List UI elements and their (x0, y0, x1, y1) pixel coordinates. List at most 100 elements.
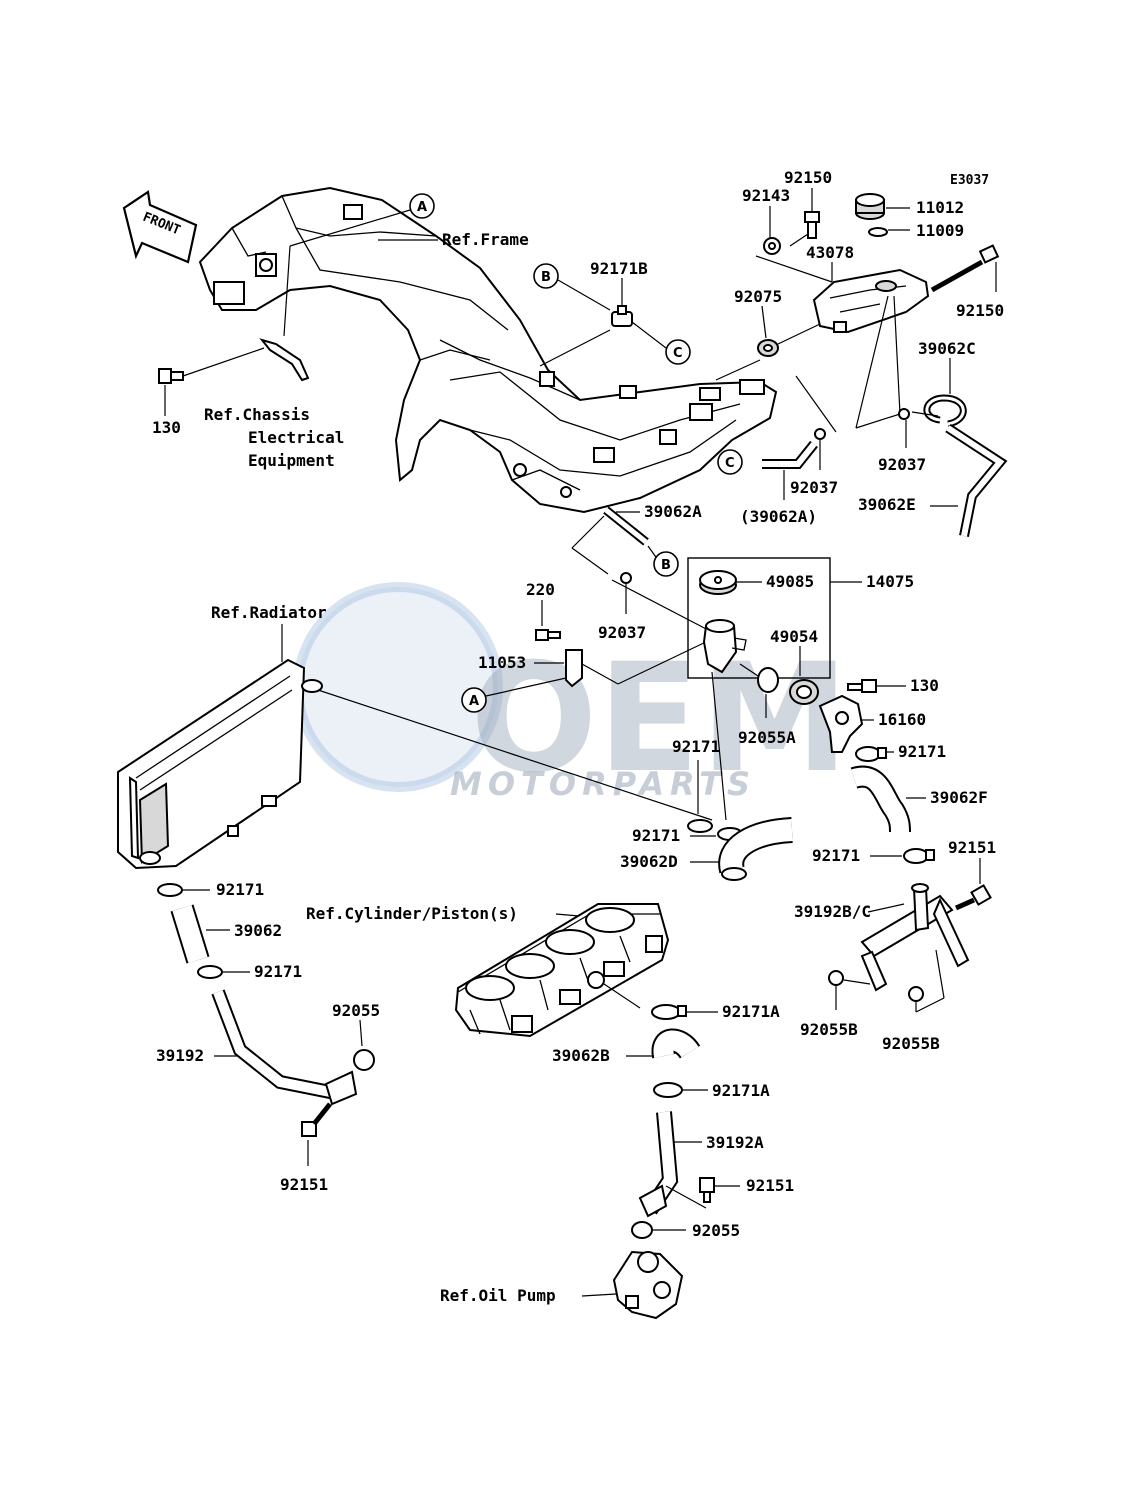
ref-chassis-line2: Electrical (248, 428, 344, 447)
label-39062C: 39062C (918, 339, 976, 358)
ref-oil-pump: Ref.Oil Pump (440, 1286, 556, 1305)
watermark-sub: MOTORPARTS (450, 765, 756, 803)
label-130-right: 130 (910, 676, 939, 695)
label-92171-l1: 92171 (216, 880, 264, 899)
water-pipe-39192BC-area: 92151 39192B/C 92055B 92055B (794, 838, 996, 1053)
callout-c-low (717, 449, 743, 475)
bolt-130-right-icon (847, 679, 877, 693)
clamp-92171-l1-icon (157, 883, 183, 897)
callout-a-low (461, 687, 487, 713)
clamp-92171-r1-icon (855, 746, 887, 762)
label-39062B: 39062B (552, 1046, 610, 1065)
label-14075: 14075 (866, 572, 914, 591)
label-92055-c: 92055 (692, 1221, 740, 1240)
watermark-brand: OEM (470, 632, 849, 806)
bracket-11053-icon (565, 649, 583, 688)
callout-a-low-letter: A (469, 694, 479, 709)
radiator-cap-49085-icon (699, 570, 737, 595)
clip-92037-mid-icon (814, 428, 826, 440)
hose-39062A-icon (603, 506, 649, 546)
clamp-92171-r2-icon (903, 848, 935, 864)
clamp-92171A-1-icon (651, 1004, 687, 1020)
diagram-code: E3037 (950, 173, 989, 188)
thermostat-49054-icon (789, 679, 819, 705)
label-39062A-paren: (39062A) (740, 507, 817, 526)
label-92143: 92143 (742, 186, 790, 205)
label-16160: 16160 (878, 710, 926, 729)
label-43078: 43078 (806, 243, 854, 262)
water-pipe-39192-icon (211, 989, 358, 1106)
label-92171A-1: 92171A (722, 1002, 780, 1021)
hose-39062A-upper-icon (762, 440, 818, 469)
center-hoses: 92171 92171 39062D (620, 671, 794, 881)
bolt-220-icon (535, 629, 561, 641)
grommet-92075-icon (757, 339, 779, 357)
label-39062E: 39062E (858, 495, 916, 514)
label-130-left: 130 (152, 418, 181, 437)
callout-a-top-letter: A (417, 200, 427, 215)
o-ring-11009-icon (868, 227, 888, 237)
lower-left-hoses: 92171 39062 92171 39192 92055 92151 (156, 880, 380, 1194)
hose-39062F-icon (850, 765, 911, 833)
label-92171-c1: 92171 (672, 737, 720, 756)
label-11012: 11012 (916, 198, 964, 217)
o-ring-92055B-1-icon (828, 970, 844, 986)
label-92151-c: 92151 (746, 1176, 794, 1195)
label-11009: 11009 (916, 221, 964, 240)
label-92055B-2: 92055B (882, 1034, 940, 1053)
label-92171B: 92171B (590, 259, 648, 278)
watermark: OEM MOTORPARTS (293, 582, 849, 806)
label-92171-l2: 92171 (254, 962, 302, 981)
label-39062A: 39062A (644, 502, 702, 521)
callout-b-low (653, 551, 679, 577)
hose-39062C-icon (923, 394, 967, 428)
hose-39062B-icon (651, 1028, 701, 1060)
clamp-92171-l2-icon (197, 965, 223, 979)
o-ring-92055-icon (353, 1049, 375, 1071)
bolt-92151-l-icon (301, 1102, 332, 1137)
cap-11012-icon (855, 193, 885, 220)
reservoir-assembly: E3037 92150 92143 11012 11009 43078 (715, 168, 1008, 537)
label-49054: 49054 (770, 627, 818, 646)
o-ring-92055-c-icon (631, 1221, 653, 1239)
callout-c-top (665, 339, 691, 365)
callout-b-low-letter: B (661, 558, 671, 573)
label-92171-r2: 92171 (812, 846, 860, 865)
label-39062: 39062 (234, 921, 282, 940)
label-92055A: 92055A (738, 728, 796, 747)
frame-callouts: Ref.Frame A Ref.Chassis Electrical Equip… (152, 193, 691, 470)
label-39192: 39192 (156, 1046, 204, 1065)
label-92150-right: 92150 (956, 301, 1004, 320)
label-39192BC: 39192B/C (794, 902, 871, 921)
watermark-globe-icon (298, 587, 498, 787)
callout-b-top-letter: B (541, 270, 551, 285)
ref-radiator: Ref.Radiator (211, 603, 327, 622)
filler-neck-icon (702, 619, 747, 674)
label-92075: 92075 (734, 287, 782, 306)
water-pipe-39192BC-icon (860, 883, 970, 992)
hose-39062E-icon (945, 423, 1008, 537)
label-92151-l: 92151 (280, 1175, 328, 1194)
bolt-92150-right-icon (930, 244, 1000, 293)
label-92037-low: 92037 (598, 623, 646, 642)
callout-b-top (533, 263, 559, 289)
ref-chassis-line1: Ref.Chassis (204, 405, 310, 424)
label-92171-c2: 92171 (632, 826, 680, 845)
thermostat-housing-16160-icon (818, 694, 864, 753)
clip-92037-low-icon (620, 572, 632, 584)
label-92171A-2: 92171A (712, 1081, 770, 1100)
bolt-130-left-icon (158, 368, 184, 384)
label-11053: 11053 (478, 653, 526, 672)
ref-cylinder: Ref.Cylinder/Piston(s) (306, 904, 518, 923)
label-49085: 49085 (766, 572, 814, 591)
bolt-92150-top-icon (804, 211, 820, 239)
clamp-92171-c1-icon (687, 819, 713, 833)
bolt-92151-c-icon (699, 1177, 715, 1203)
hose-39062-icon (170, 904, 210, 964)
label-220: 220 (526, 580, 555, 599)
reservoir-tank-43078-icon (812, 268, 930, 334)
radiator-assembly: Ref.Radiator (117, 603, 713, 870)
front-arrow-icon: FRONT (122, 190, 198, 264)
breather-hose-area: 39062A B 92037 220 11053 A (461, 502, 713, 713)
cylinder-block-icon (454, 903, 670, 1038)
